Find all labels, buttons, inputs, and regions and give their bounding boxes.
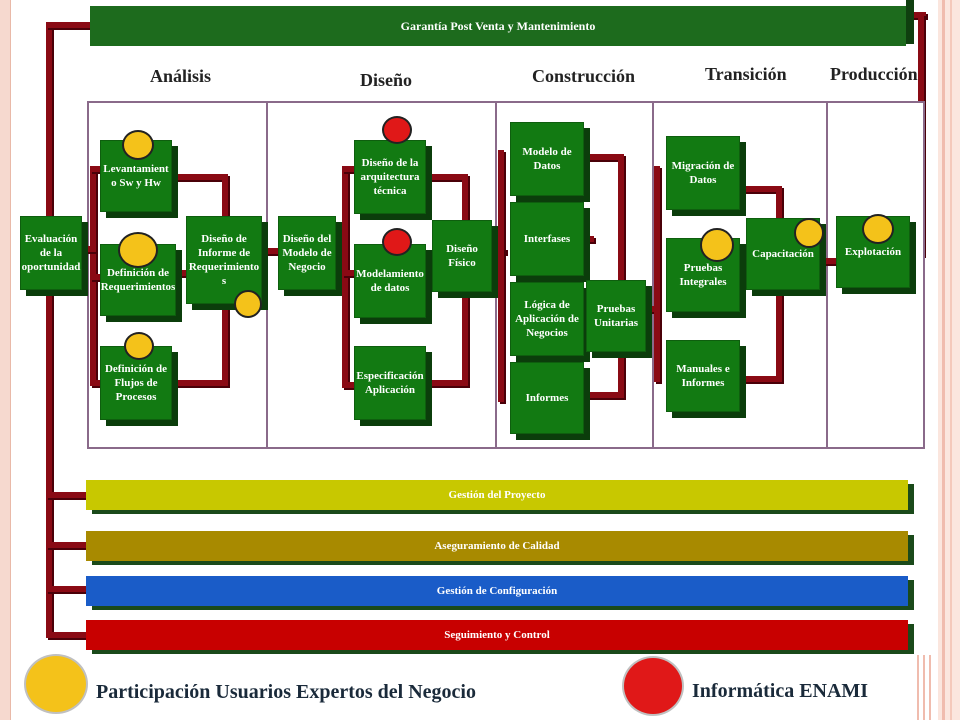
connector xyxy=(582,154,622,160)
box-manuales: Manuales e Informes xyxy=(666,340,740,412)
phase-divider xyxy=(495,101,497,449)
user-participation-dot xyxy=(118,232,158,268)
user-participation-dot xyxy=(234,290,262,318)
box-definicion-requerimientos: Definición de Requerimientos xyxy=(100,244,176,316)
connector xyxy=(618,154,624,282)
connector xyxy=(462,174,468,222)
garantia-bar: Garantía Post Venta y Mantenimiento xyxy=(90,6,906,46)
box-modelo-datos: Modelo de Datos xyxy=(510,122,584,196)
band-feed xyxy=(46,492,88,498)
band-seguimiento-control: Seguimiento y Control xyxy=(86,620,908,650)
box-informes: Informes xyxy=(510,362,584,434)
connector xyxy=(424,380,466,386)
phase-diseno: Diseño xyxy=(360,70,413,90)
user-participation-dot xyxy=(122,130,154,160)
phase-analisis: Análisis xyxy=(150,66,212,86)
connector xyxy=(738,186,780,192)
legend-enami-label: Informática ENAMI xyxy=(692,680,869,702)
user-participation-dot xyxy=(124,332,154,360)
slide-border-corner xyxy=(915,655,938,720)
connector xyxy=(342,270,354,276)
connector xyxy=(582,392,622,398)
phase-construccion: Construcción xyxy=(532,66,635,86)
enami-participation-dot xyxy=(382,228,412,256)
connector xyxy=(654,166,660,382)
user-participation-dot xyxy=(700,228,734,262)
connector xyxy=(222,300,228,386)
band-feed xyxy=(46,586,88,592)
phase-produccion: Producción xyxy=(830,64,918,84)
band-gestion-proyecto: Gestión del Proyecto xyxy=(86,480,908,510)
connector xyxy=(738,262,748,268)
box-modelamiento: Modelamiento de datos xyxy=(354,244,426,318)
connector xyxy=(424,174,466,180)
connector xyxy=(776,186,782,220)
box-levantamiento: Levantamient o Sw y Hw xyxy=(100,140,172,212)
slide-border-left xyxy=(0,0,11,720)
enami-participation-dot xyxy=(382,116,412,144)
connector xyxy=(776,288,782,382)
box-interfases: Interfases xyxy=(510,202,584,276)
legend-users-label: Participación Usuarios Expertos del Nego… xyxy=(96,681,476,703)
connector xyxy=(80,246,96,252)
phase-divider xyxy=(652,101,654,449)
phase-divider xyxy=(826,101,828,449)
box-modelo-negocio: Diseño del Modelo de Negocio xyxy=(278,216,336,290)
phase-transicion: Transición xyxy=(705,64,787,84)
connector xyxy=(342,166,354,172)
legend-users-swatch xyxy=(24,654,88,714)
band-feed xyxy=(46,632,88,638)
connector xyxy=(90,380,102,386)
connector xyxy=(222,174,228,218)
connector xyxy=(462,290,468,386)
user-participation-dot xyxy=(794,218,824,248)
box-pruebas-unitarias: Pruebas Unitarias xyxy=(586,280,646,352)
user-participation-dot xyxy=(862,214,894,244)
top-feed-line xyxy=(46,22,90,28)
connector xyxy=(618,350,624,398)
garantia-bar-shadow xyxy=(906,0,914,44)
band-feed xyxy=(46,542,88,548)
box-especificacion: Especificación Aplicación xyxy=(354,346,426,420)
connector xyxy=(818,258,838,264)
band-aseguramiento-calidad: Aseguramiento de Calidad xyxy=(86,531,908,561)
band-gestion-configuracion: Gestión de Configuración xyxy=(86,576,908,606)
connector xyxy=(178,270,188,276)
phase-divider xyxy=(266,101,268,449)
connector xyxy=(738,376,780,382)
slide-border-right xyxy=(938,0,960,720)
connector xyxy=(172,174,226,180)
connector xyxy=(262,248,278,254)
box-logica: Lógica de Aplicación de Negocios xyxy=(510,282,584,356)
box-evaluacion: Evaluación de la oportunidad xyxy=(20,216,82,290)
connector xyxy=(90,166,102,172)
connector xyxy=(342,382,354,388)
connector xyxy=(424,256,436,262)
left-feed-line xyxy=(46,24,52,638)
connector xyxy=(582,236,594,242)
legend-enami-swatch xyxy=(622,656,684,716)
connector xyxy=(498,150,504,402)
connector xyxy=(342,166,348,388)
box-diseno-fisico: Diseño Físico xyxy=(432,220,492,292)
box-migracion: Migración de Datos xyxy=(666,136,740,210)
box-diseno-informe: Diseño de Informe de Requerimiento s xyxy=(186,216,262,304)
connector xyxy=(90,274,102,280)
connector xyxy=(644,306,658,312)
box-arquitectura: Diseño de la arquitectura técnica xyxy=(354,140,426,214)
connector xyxy=(172,380,226,386)
